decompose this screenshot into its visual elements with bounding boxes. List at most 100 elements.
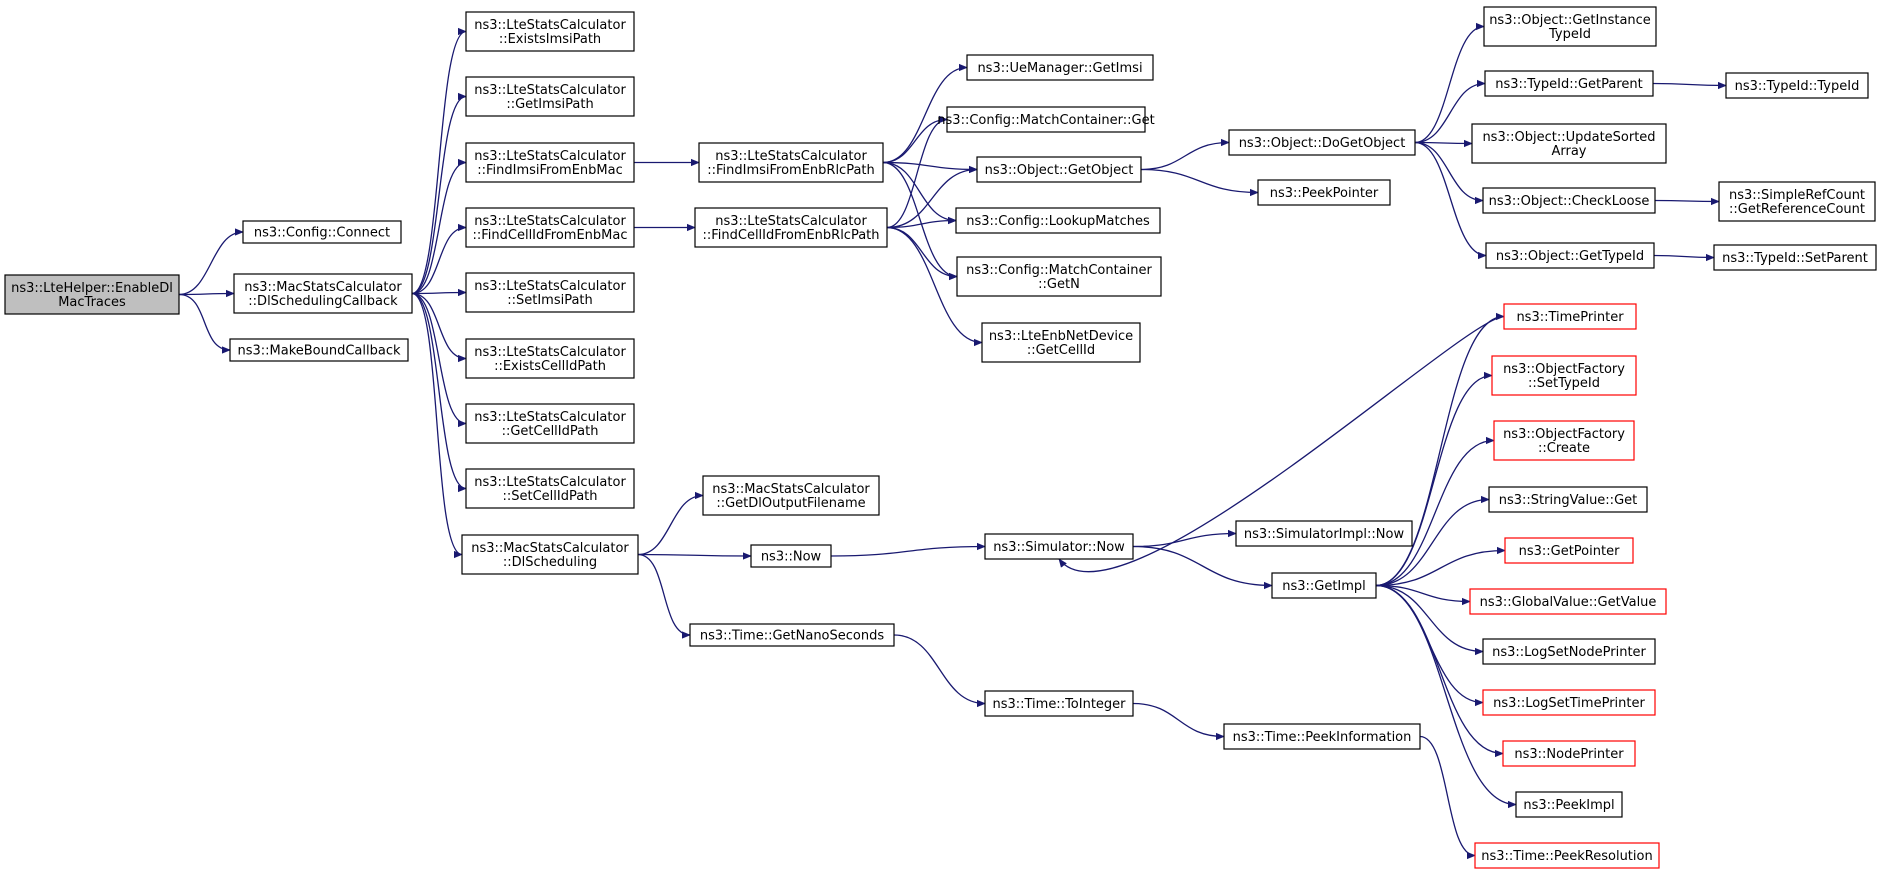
call-edge bbox=[1058, 315, 1505, 573]
node-label: ns3::Config::MatchContainer::Get bbox=[937, 113, 1154, 128]
function-node-get-nano[interactable]: ns3::Time::GetNanoSeconds bbox=[689, 623, 895, 647]
edge-line bbox=[1414, 141, 1484, 205]
edge-line bbox=[830, 542, 986, 557]
call-edge bbox=[1419, 735, 1476, 860]
function-node-of-set-tid[interactable]: ns3::ObjectFactory::SetTypeId bbox=[1491, 355, 1637, 396]
function-node-get-dl-out[interactable]: ns3::MacStatsCalculator::GetDlOutputFile… bbox=[702, 475, 880, 516]
call-edge bbox=[411, 292, 467, 493]
edge-line bbox=[1414, 141, 1487, 260]
function-node-mc-get-n[interactable]: ns3::Config::MatchContainer::GetN bbox=[956, 256, 1162, 297]
function-node-log-set-node[interactable]: ns3::LogSetNodePrinter bbox=[1482, 638, 1656, 665]
edge-line bbox=[178, 293, 231, 354]
function-node-get-impl[interactable]: ns3::GetImpl bbox=[1271, 572, 1377, 599]
node-box bbox=[689, 623, 895, 647]
function-node-enb-cell[interactable]: ns3::LteEnbNetDevice::GetCellId bbox=[981, 322, 1141, 363]
call-edge bbox=[411, 92, 467, 295]
function-node-set-parent[interactable]: ns3::TypeId::SetParent bbox=[1713, 244, 1877, 271]
node-box bbox=[1257, 179, 1391, 206]
call-edge bbox=[882, 161, 978, 174]
function-node-node-printer[interactable]: ns3::NodePrinter bbox=[1502, 740, 1636, 767]
function-node-time-printer[interactable]: ns3::TimePrinter bbox=[1503, 303, 1637, 330]
function-node-mc-get[interactable]: ns3::Config::MatchContainer::Get bbox=[937, 106, 1155, 133]
node-box bbox=[1471, 123, 1667, 164]
function-node-do-get-object[interactable]: ns3::Object::DoGetObject bbox=[1228, 129, 1416, 156]
function-node-find-cell-rlc[interactable]: ns3::LteStatsCalculator::FindCellIdFromE… bbox=[694, 207, 888, 248]
call-edge bbox=[1375, 371, 1493, 587]
edge-line bbox=[1375, 546, 1506, 587]
function-node-peek-info[interactable]: ns3::Time::PeekInformation bbox=[1223, 723, 1421, 750]
function-node-get-object[interactable]: ns3::Object::GetObject bbox=[976, 156, 1142, 183]
node-label: ns3::Object::DoGetObject bbox=[1239, 136, 1406, 151]
function-node-set-imsi[interactable]: ns3::LteStatsCalculator::SetImsiPath bbox=[465, 272, 635, 313]
function-node-peek-impl[interactable]: ns3::PeekImpl bbox=[1515, 791, 1623, 818]
function-node-get-cell[interactable]: ns3::LteStatsCalculator::GetCellIdPath bbox=[465, 403, 635, 444]
call-edge bbox=[1375, 584, 1471, 606]
function-node-tid-tid[interactable]: ns3::TypeId::TypeId bbox=[1725, 72, 1869, 99]
function-node-exists-imsi[interactable]: ns3::LteStatsCalculator::ExistsImsiPath bbox=[465, 11, 635, 52]
function-node-find-cell-mac[interactable]: ns3::LteStatsCalculator::FindCellIdFromE… bbox=[465, 207, 635, 248]
function-node-get-parent[interactable]: ns3::TypeId::GetParent bbox=[1484, 70, 1654, 97]
function-node-of-create[interactable]: ns3::ObjectFactory::Create bbox=[1493, 420, 1635, 461]
node-label: ns3::PeekImpl bbox=[1523, 798, 1614, 813]
call-edge bbox=[411, 288, 467, 297]
node-label: ns3::Time::ToInteger bbox=[992, 697, 1126, 712]
function-node-gv-get-value[interactable]: ns3::GlobalValue::GetValue bbox=[1469, 588, 1667, 615]
node-label: ns3::UeManager::GetImsi bbox=[977, 61, 1142, 76]
edge-line bbox=[1375, 495, 1490, 587]
edge-line bbox=[886, 115, 948, 229]
function-node-lookup[interactable]: ns3::Config::LookupMatches bbox=[955, 207, 1161, 234]
function-node-get-pointer[interactable]: ns3::GetPointer bbox=[1504, 537, 1634, 564]
call-edge bbox=[1652, 81, 1727, 90]
node-box bbox=[698, 142, 884, 183]
function-node-mbc[interactable]: ns3::MakeBoundCallback bbox=[229, 338, 409, 362]
function-node-now[interactable]: ns3::Now bbox=[750, 544, 832, 568]
node-label: ns3::SimulatorImpl::Now bbox=[1244, 527, 1405, 542]
function-node-check-loose[interactable]: ns3::Object::CheckLoose bbox=[1482, 187, 1656, 214]
call-edge bbox=[1414, 22, 1485, 144]
function-node-peek-res[interactable]: ns3::Time::PeekResolution bbox=[1474, 842, 1660, 869]
node-box bbox=[465, 338, 635, 379]
function-node-ue-get-imsi[interactable]: ns3::UeManager::GetImsi bbox=[966, 54, 1154, 81]
node-label: ::FindCellIdFromEnbMac bbox=[472, 228, 627, 243]
function-node-log-set-time[interactable]: ns3::LogSetTimePrinter bbox=[1482, 689, 1656, 716]
function-node-dlsched[interactable]: ns3::MacStatsCalculator::DlScheduling bbox=[461, 534, 639, 575]
function-node-sim-impl-now[interactable]: ns3::SimulatorImpl::Now bbox=[1235, 520, 1413, 547]
edge-line bbox=[411, 27, 467, 295]
call-edge bbox=[1375, 436, 1495, 587]
node-label: ns3::TypeId::SetParent bbox=[1722, 251, 1868, 266]
node-label: ns3::Object::UpdateSorted bbox=[1482, 130, 1655, 145]
node-box bbox=[465, 11, 635, 52]
function-node-set-cell[interactable]: ns3::LteStatsCalculator::SetCellIdPath bbox=[465, 468, 635, 509]
function-node-connect[interactable]: ns3::Config::Connect bbox=[242, 220, 402, 244]
function-node-get-imsi-path[interactable]: ns3::LteStatsCalculator::GetImsiPath bbox=[465, 76, 635, 117]
function-node-get-type-id[interactable]: ns3::Object::GetTypeId bbox=[1485, 242, 1655, 269]
node-box bbox=[1482, 187, 1656, 214]
node-label: ::DlScheduling bbox=[503, 555, 597, 570]
node-label: ::FindCellIdFromEnbRlcPath bbox=[702, 228, 879, 243]
call-edge bbox=[886, 165, 978, 229]
node-label: ns3::LteStatsCalculator bbox=[474, 214, 626, 229]
edge-line bbox=[411, 292, 467, 363]
function-node-peek-ptr[interactable]: ns3::PeekPointer bbox=[1257, 179, 1391, 206]
edge-line bbox=[1132, 702, 1225, 741]
function-node-sim-now[interactable]: ns3::Simulator::Now bbox=[984, 533, 1134, 560]
function-node-find-imsi-mac[interactable]: ns3::LteStatsCalculator::FindImsiFromEnb… bbox=[465, 142, 635, 183]
edge-line bbox=[1375, 436, 1495, 587]
node-box bbox=[956, 256, 1162, 297]
function-node-sv-get[interactable]: ns3::StringValue::Get bbox=[1488, 486, 1648, 513]
node-label: ns3::TypeId::GetParent bbox=[1495, 77, 1643, 92]
edge-line bbox=[411, 288, 467, 297]
function-node-ref-count[interactable]: ns3::SimpleRefCount::GetReferenceCount bbox=[1718, 181, 1876, 222]
edge-line bbox=[411, 223, 467, 295]
node-label: ns3::TimePrinter bbox=[1516, 310, 1624, 325]
function-node-exists-cell[interactable]: ns3::LteStatsCalculator::ExistsCellIdPat… bbox=[465, 338, 635, 379]
function-node-to-int[interactable]: ns3::Time::ToInteger bbox=[984, 690, 1134, 717]
edge-line bbox=[1414, 139, 1473, 148]
edge-line bbox=[1140, 138, 1230, 171]
function-node-find-imsi-rlc[interactable]: ns3::LteStatsCalculator::FindImsiFromEnb… bbox=[698, 142, 884, 183]
node-box bbox=[1484, 70, 1654, 97]
function-node-dlcb[interactable]: ns3::MacStatsCalculator::DlSchedulingCal… bbox=[233, 273, 413, 314]
